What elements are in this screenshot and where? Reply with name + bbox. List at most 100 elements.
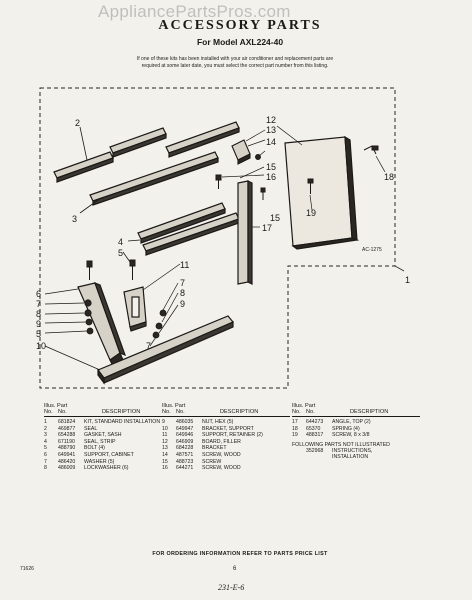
parts-table-row: INSTALLATION <box>292 454 420 461</box>
install-note-line1: If one of these kits has been installed … <box>136 56 334 62</box>
part-description: SUPPORT, CABINET <box>84 451 134 458</box>
fastener-stack-right <box>152 309 167 339</box>
leader-5 <box>122 251 131 263</box>
callout-6: 6 <box>36 289 41 299</box>
illus-number: 6 <box>44 451 47 458</box>
part-number: 649946 <box>176 432 194 439</box>
part-description: GASKET, SASH <box>84 432 122 439</box>
part-number: 65370 <box>306 425 321 432</box>
part-description: SCREW, WOOD <box>202 451 241 458</box>
illus-number: 1 <box>44 419 47 425</box>
leader-12 <box>276 125 303 146</box>
page-title: ACCESSORY PARTS <box>158 18 322 33</box>
part-number: 671190 <box>58 438 75 445</box>
part-description: BOLT (4) <box>84 445 105 452</box>
illus-number: 14 <box>162 451 168 458</box>
leader-19 <box>309 194 313 211</box>
part-description: INSTRUCTIONS, <box>332 447 373 454</box>
callout-16: 16 <box>266 172 276 182</box>
screw-16 <box>215 174 266 200</box>
callout-19: 19 <box>306 208 316 218</box>
illus-number: 7 <box>44 458 47 465</box>
header-illus-no: No. <box>292 409 301 415</box>
leader-3 <box>79 199 99 214</box>
part-number: 644271 <box>176 465 194 472</box>
callout-13: 13 <box>266 125 276 135</box>
part-description: ANGLE, TOP (2) <box>332 419 371 425</box>
handwritten-note: 231-E-6 <box>218 583 245 592</box>
callout-5b: 5 <box>36 329 41 339</box>
header-part-no: No. <box>306 409 315 415</box>
illus-number: 11 <box>162 432 168 439</box>
bracket-leaders <box>245 129 266 157</box>
header-description: DESCRIPTION <box>102 409 141 415</box>
callout-8a: 8 <box>36 309 41 319</box>
part-number: 644273 <box>306 419 324 425</box>
parts-table-row: 352968 INSTRUCTIONS, <box>292 448 420 455</box>
part-description: WASHER (5) <box>84 458 115 465</box>
header-description: DESCRIPTION <box>350 409 389 415</box>
part-number: 352968 <box>306 447 324 454</box>
parts-table-row: 13 684228 BRACKET <box>162 445 290 452</box>
illus-number: 13 <box>162 445 168 452</box>
illus-number: 10 <box>162 425 168 432</box>
part-number: 649947 <box>176 425 194 432</box>
kit-outline <box>39 87 396 389</box>
callout-17: 17 <box>262 223 272 233</box>
part-number: 488790 <box>58 445 76 452</box>
illus-number: 15 <box>162 458 168 465</box>
ordering-info: FOR ORDERING INFORMATION REFER TO PARTS … <box>152 551 328 557</box>
part-number: 486009 <box>58 465 76 472</box>
callout-9b: 9 <box>180 299 185 309</box>
part-number: 654288 <box>58 432 76 439</box>
part-number: 469877 <box>58 425 76 432</box>
part-number: 488317 <box>306 432 324 439</box>
callout-9a: 9 <box>36 319 41 329</box>
part-description: BRACKET <box>202 445 227 452</box>
not-illustrated-header: FOLLOWING PARTS NOT ILLUSTRATED <box>292 441 390 448</box>
illus-number: 2 <box>44 425 47 432</box>
part-description: SEAL, STRIP <box>84 438 116 445</box>
callout-7b: 7 <box>180 278 185 288</box>
callout-3: 3 <box>72 214 77 224</box>
leader-16 <box>221 174 265 178</box>
illus-number: 9 <box>162 419 165 425</box>
bracket-13 <box>231 139 261 165</box>
leader-1 <box>394 265 405 272</box>
leader-15a <box>239 166 265 179</box>
support-cabinet-6 <box>77 281 127 367</box>
illus-number: 5 <box>44 445 47 452</box>
part-description: BOARD, FILLER <box>202 438 241 445</box>
bracket-support-10 <box>97 315 234 385</box>
part-number: 684228 <box>176 445 194 452</box>
callout-10: 10 <box>36 341 46 351</box>
column-header-top: Illus. Part <box>292 403 316 409</box>
seal-strips-2 <box>53 121 240 183</box>
parts-table-row: 14 487571 SCREW, WOOD <box>162 452 290 459</box>
part-number: 486420 <box>58 458 76 465</box>
part-description: NUT, HEX (5) <box>202 419 234 425</box>
document-number: 71626 <box>20 566 34 572</box>
leader-11 <box>142 263 181 291</box>
part-number: 487571 <box>176 451 194 458</box>
callout-1: 1 <box>405 275 410 285</box>
install-note-line2: required at some later date, you must se… <box>141 63 329 69</box>
leader-10 <box>44 345 101 371</box>
part-description: KIT, STANDARD INSTALLATION <box>84 419 161 425</box>
callout-15b: 15 <box>270 213 280 223</box>
header-illus-no: No. <box>44 409 53 415</box>
illus-number: 12 <box>162 438 168 445</box>
part-description: BRACKET, SUPPORT <box>202 425 254 432</box>
